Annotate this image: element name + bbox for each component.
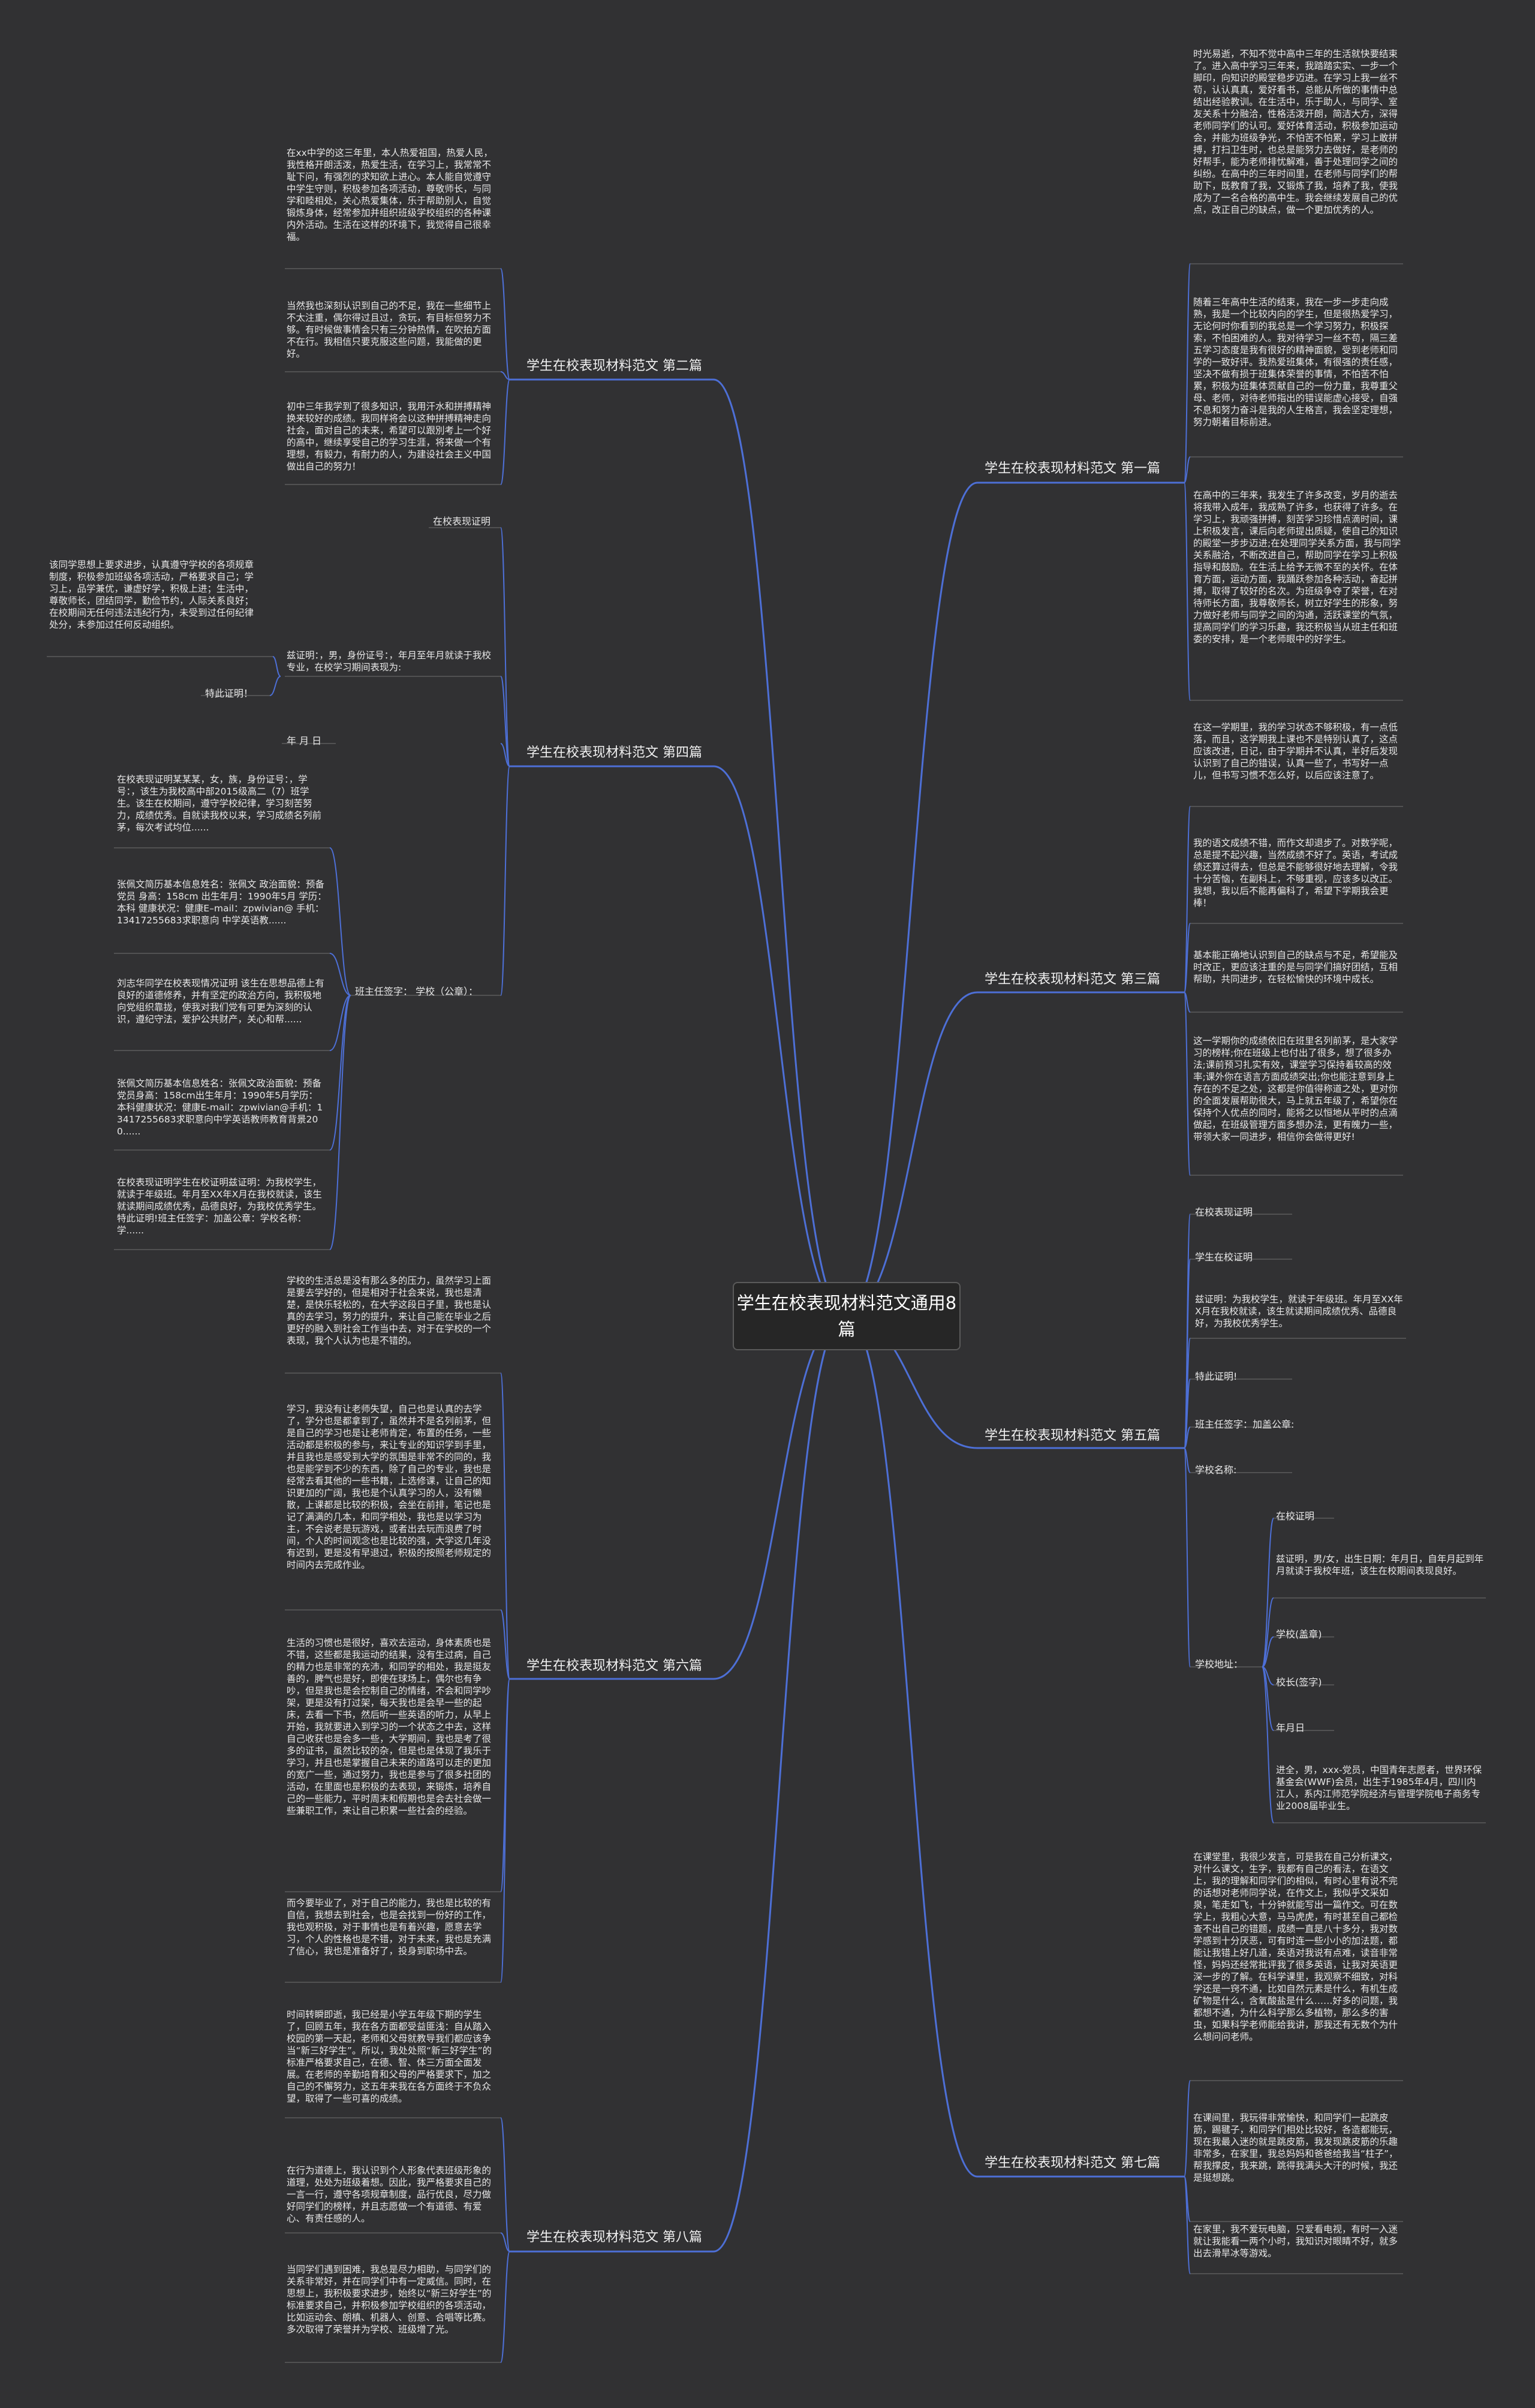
leaf-note[interactable]: 进全，男，xxx-党员，中国青年志愿者，世界环保基金会(WWF)会员，出生于19…: [1276, 1765, 1482, 1811]
branch-topic-1[interactable]: 学生在校表现材料范文 第一篇: [985, 461, 1160, 476]
leaf-note[interactable]: 当然我也深刻认识到自己的不足，我在一些细节上不太注重，偶尔得过且过，贪玩，有目标…: [287, 300, 492, 359]
leaf-note[interactable]: 生活的习惯也是很好，喜欢去运动，身体素质也是不错，这些都是我运动的结果，没有生过…: [287, 1638, 492, 1816]
leaf-connector: [500, 743, 510, 767]
leaf-note[interactable]: 在xx中学的这三年里，本人热爱祖国，热爱人民，我性格开朗活泼，热爱生活，在学习上…: [287, 148, 493, 242]
leaf-label[interactable]: 在校表现证明: [1195, 1206, 1253, 1218]
leaf-connector: [1262, 1518, 1274, 1667]
branch-topic-6[interactable]: 学生在校表现材料范文 第六篇: [526, 1658, 702, 1673]
leaf-connector: [1184, 992, 1191, 1176]
leaf-connector: [1262, 1666, 1274, 1823]
leaf-connector: [329, 847, 351, 996]
leaf-connector: [500, 1372, 510, 1679]
leaf-connector: [1184, 2176, 1191, 2274]
branch-topic-3[interactable]: 学生在校表现材料范文 第三篇: [985, 972, 1160, 987]
leaf-note[interactable]: 我的语文成绩不错，而作文却退步了。对数学呢，总是提不起兴趣，当然成绩不好了。英语…: [1193, 838, 1398, 908]
leaf-connector: [500, 379, 510, 485]
leaf-label[interactable]: 学校(盖章): [1276, 1629, 1322, 1640]
leaf-note[interactable]: 学校的生活总是没有那么多的压力，虽然学习上面是要去学好的，但是相对于社会来说，我…: [287, 1275, 492, 1346]
leaf-label[interactable]: 学校名称:: [1195, 1464, 1237, 1476]
leaf-note[interactable]: 当同学们遇到困难，我总是尽力相助，与同学们的关系非常好，并在同学们中有一定威信。…: [287, 2264, 492, 2335]
leaf-note[interactable]: 张佩文简历基本信息姓名：张佩文 政治面貌：预备党员 身高：158cm 出生年月：…: [117, 879, 327, 926]
leaf-connector: [269, 676, 281, 696]
leaf-connector: [1184, 806, 1191, 993]
leaf-label[interactable]: 校长(签字): [1276, 1676, 1322, 1688]
leaf-label[interactable]: 学校地址：: [1195, 1658, 1244, 1670]
leaf-connector: [1184, 992, 1191, 1013]
leaf-connector: [1184, 1426, 1191, 1449]
leaf-label[interactable]: 特此证明!: [1195, 1371, 1238, 1382]
leaf-note[interactable]: 时间转瞬即逝，我已经是小学五年级下期的学生了，回顾五年，我在各方面都受益匪浅：自…: [287, 2009, 492, 2104]
branch-connector: [845, 991, 978, 1316]
leaf-connector: [1184, 1378, 1191, 1449]
leaf-connector: [500, 676, 510, 767]
leaf-note[interactable]: 张佩文简历基本信息姓名：张佩文政治面貌：预备党员身高：158cm出生年月：199…: [117, 1078, 323, 1137]
leaf-label[interactable]: 年 月 日: [287, 735, 322, 747]
leaf-note[interactable]: 初中三年我学到了很多知识，我用汗水和拼搏精神换来较好的成绩。我同样将会以这种拼搏…: [287, 401, 492, 472]
branch-connector: [713, 1314, 846, 2253]
branch-topic-5[interactable]: 学生在校表现材料范文 第五篇: [985, 1428, 1160, 1443]
leaf-note[interactable]: 在行为道德上，我认识到个人形象代表班级形象的道理，处处为班级着想。因此，我严格要…: [287, 2165, 492, 2224]
leaf-connector: [1184, 1447, 1191, 1473]
leaf-connector: [329, 953, 351, 996]
leaf-connector: [500, 1678, 510, 1983]
leaf-note[interactable]: 学习，我没有让老师失望，自己也是认真的去学了，学分也是都拿到了，虽然并不是名列前…: [287, 1404, 492, 1570]
leaf-connector: [272, 656, 281, 677]
leaf-connector: [1262, 1597, 1274, 1667]
branch-connector: [713, 378, 846, 1316]
leaf-connector: [1262, 1666, 1274, 1731]
leaf-connector: [1184, 2080, 1191, 2177]
branch-connector: [845, 1314, 978, 2178]
branch-connector: [713, 1314, 846, 1680]
leaf-connector: [329, 995, 351, 1151]
leaf-note[interactable]: 基本能正确地认识到自己的缺点与不足，希望能及时改正，更应该注重的是与同学们搞好团…: [1193, 950, 1398, 985]
leaf-connector: [329, 995, 351, 1250]
leaf-connector: [1184, 263, 1191, 483]
leaf-note[interactable]: 在校表现证明某某某，女，族，身份证号：，学号：，该生为我校高中部2015级高二（…: [117, 774, 322, 833]
branch-topic-7[interactable]: 学生在校表现材料范文 第七篇: [985, 2156, 1160, 2171]
leaf-note[interactable]: 这一学期你的成绩依旧在班里名列前茅，是大家学习的榜样;你在班级上也付出了很多，想…: [1193, 1036, 1398, 1142]
leaf-connector: [1184, 482, 1191, 701]
leaf-note[interactable]: 兹证明：为我校学生，就读于年级班。年月至XX年X月在我校就读，该生就读期间成绩优…: [1195, 1294, 1403, 1329]
leaf-connector: [329, 995, 351, 1051]
leaf-note[interactable]: 在这一学期里，我的学习状态不够积极，有一点低落，而且，这学期我上课也不是特别认真…: [1193, 722, 1398, 781]
leaf-note[interactable]: 在校表现证明学生在校证明兹证明：为我校学生，就读于年级班。年月至XX年X月在我校…: [117, 1177, 322, 1236]
leaf-connector: [1262, 1636, 1274, 1667]
leaf-label[interactable]: 在校证明: [1276, 1510, 1315, 1522]
leaf-label[interactable]: 在校表现证明: [433, 516, 491, 527]
leaf-connector: [500, 1609, 510, 1679]
leaf-connector: [500, 371, 510, 380]
leaf-label[interactable]: 班主任签字：加盖公章:: [1195, 1419, 1295, 1430]
leaf-note[interactable]: 在课间里，我玩得非常愉快，和同学们一起跳皮筋，踢毽子，和同学们相处比较好，各造都…: [1193, 2112, 1398, 2183]
leaf-connector: [1184, 923, 1191, 993]
leaf-label[interactable]: 特此证明！: [205, 688, 254, 699]
leaf-connector: [1184, 1447, 1191, 1667]
branch-connector: [845, 481, 978, 1316]
leaf-connector: [500, 2232, 510, 2252]
branch-topic-4[interactable]: 学生在校表现材料范文 第四篇: [526, 745, 702, 760]
leaf-note[interactable]: 刘志华同学在校表现情况证明 该生在思想品德上有良好的道德修养，并有坚定的政治方向…: [117, 978, 324, 1025]
leaf-connector: [500, 766, 510, 996]
leaf-label[interactable]: 年月日: [1276, 1722, 1305, 1733]
leaf-label[interactable]: 班主任签字： 学校（公章）：: [355, 986, 478, 997]
leaf-note[interactable]: 该同学思想上要求进步，认真遵守学校的各项规章制度，积极参加班级各项活动，严格要求…: [49, 559, 254, 630]
leaf-note[interactable]: 在课堂里，我很少发言，可是我在自己分析课文，对什么课文，生字，我都有自己的看法，…: [1193, 1852, 1398, 2042]
branch-topic-8[interactable]: 学生在校表现材料范文 第八篇: [526, 2230, 702, 2245]
leaf-label[interactable]: 学生在校证明: [1195, 1251, 1253, 1263]
leaf-connector: [500, 527, 510, 767]
leaf-note[interactable]: 时光易逝，不知不觉中高中三年的生活就快要结束了。进入高中学习三年来，我踏踏实实、…: [1193, 49, 1398, 215]
leaf-note[interactable]: 在家里，我不爱玩电脑，只爱看电视，有时一入迷就让我能看一两个小时，我知识对眼睛不…: [1193, 2224, 1398, 2259]
central-topic[interactable]: 学生在校表现材料范文通用8篇: [733, 1282, 961, 1350]
leaf-note[interactable]: 兹证明，男/女，出生日期：年月日，自年月起到年月就读于我校年班，该生在校期间表现…: [1276, 1554, 1484, 1576]
leaf-note[interactable]: 随着三年高中生活的结束，我在一步一步走向成熟，我是一个比较内向的学生，但是很热爱…: [1193, 297, 1398, 428]
leaf-note[interactable]: 兹证明：，男，身份证号：，年月至年月就读于我校专业，在校学习期间表现为:: [287, 650, 492, 673]
leaf-note[interactable]: 而今要毕业了，对于自己的能力，我也是比较的有自信，我想去到社会，也是会找到一份好…: [287, 1898, 492, 1956]
branch-topic-2[interactable]: 学生在校表现材料范文 第二篇: [526, 359, 702, 374]
leaf-note[interactable]: 在高中的三年来，我发生了许多改变，岁月的逝去将我带入成年，我成熟了许多，也获得了…: [1193, 490, 1401, 645]
leaf-connector: [1184, 456, 1191, 483]
leaf-connector: [500, 268, 510, 380]
leaf-connector: [500, 2117, 510, 2252]
leaf-connector: [500, 2251, 510, 2363]
